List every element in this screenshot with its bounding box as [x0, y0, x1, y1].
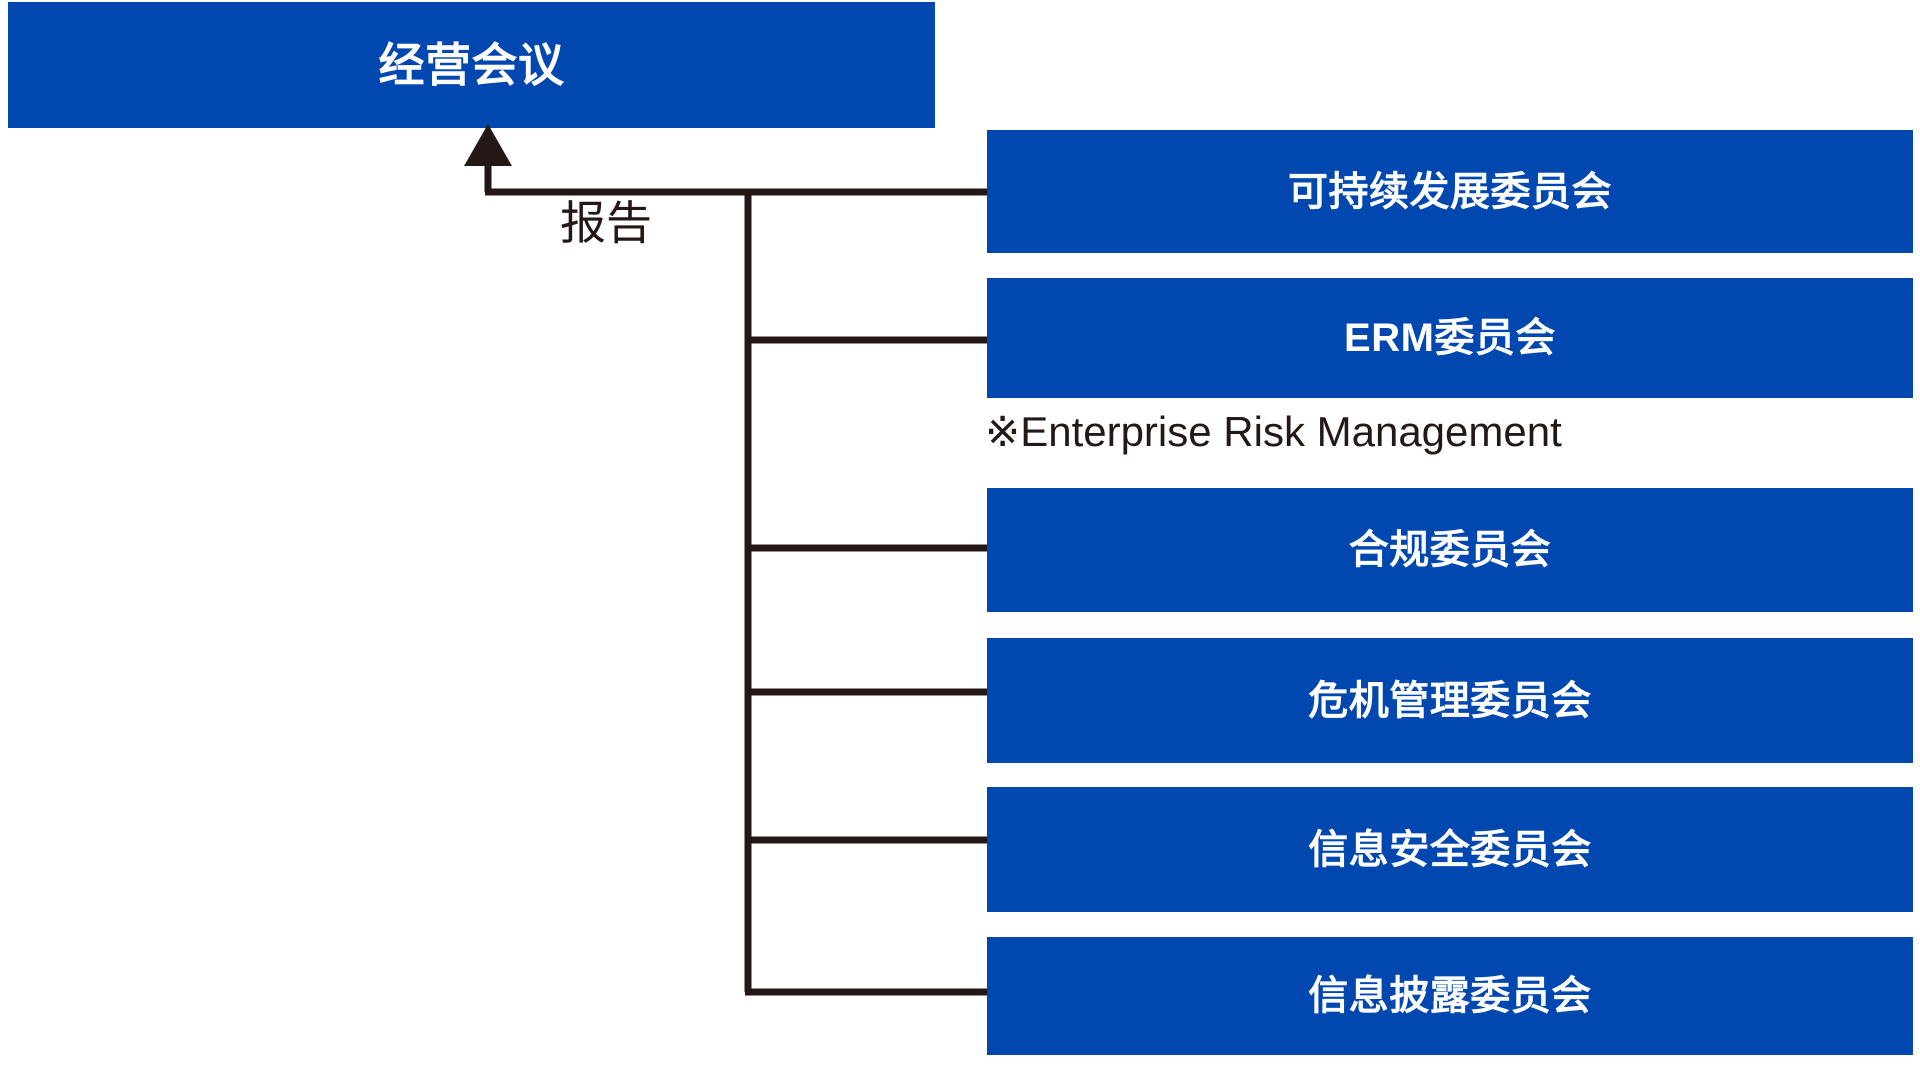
report-edge-label: 报告	[560, 197, 652, 249]
node-compliance-committee-label: 合规委员会	[1348, 528, 1552, 572]
up-arrow-icon	[464, 124, 512, 166]
node-sustainability-committee-label: 可持续发展委员会	[1288, 169, 1612, 214]
node-management-meeting[interactable]: 经营会议	[8, 2, 935, 128]
node-crisis-management-committee[interactable]: 危机管理委员会	[987, 638, 1913, 763]
node-management-meeting-label: 经营会议	[378, 38, 565, 91]
node-information-security-committee-label: 信息安全委员会	[1308, 827, 1592, 872]
node-erm-committee-label: ERM委员会	[1344, 316, 1556, 360]
node-information-disclosure-committee-label: 信息披露委员会	[1308, 974, 1592, 1018]
node-crisis-management-committee-label: 危机管理委员会	[1308, 678, 1592, 723]
erm-footnote: ※Enterprise Risk Management	[985, 408, 1562, 455]
node-information-disclosure-committee[interactable]: 信息披露委员会	[987, 937, 1913, 1055]
node-compliance-committee[interactable]: 合规委员会	[987, 488, 1913, 612]
node-sustainability-committee[interactable]: 可持续发展委员会	[987, 130, 1913, 253]
node-erm-committee[interactable]: ERM委员会	[987, 278, 1913, 398]
node-information-security-committee[interactable]: 信息安全委员会	[987, 787, 1913, 912]
